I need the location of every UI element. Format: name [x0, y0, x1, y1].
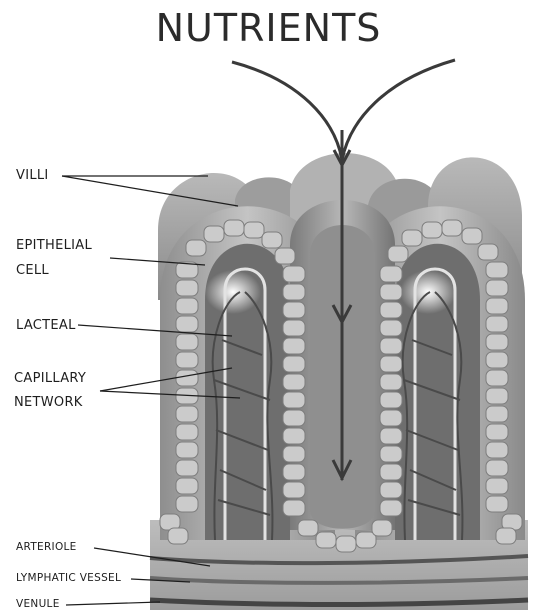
- capillary-label-line2: NETWORK: [14, 394, 83, 411]
- lymphatic-vessel-label: LYMPHATIC VESSEL: [16, 572, 121, 585]
- venule-label: VENULE: [16, 598, 60, 611]
- epithelial-label-line1: EPITHELIAL: [16, 237, 92, 254]
- epithelial-label-line2: CELL: [16, 262, 49, 279]
- lacteal-label: LACTEAL: [16, 317, 76, 334]
- villi-label: VILLI: [16, 167, 49, 184]
- capillary-label-line1: CAPILLARY: [14, 370, 86, 387]
- arteriole-label: ARTERIOLE: [16, 541, 77, 554]
